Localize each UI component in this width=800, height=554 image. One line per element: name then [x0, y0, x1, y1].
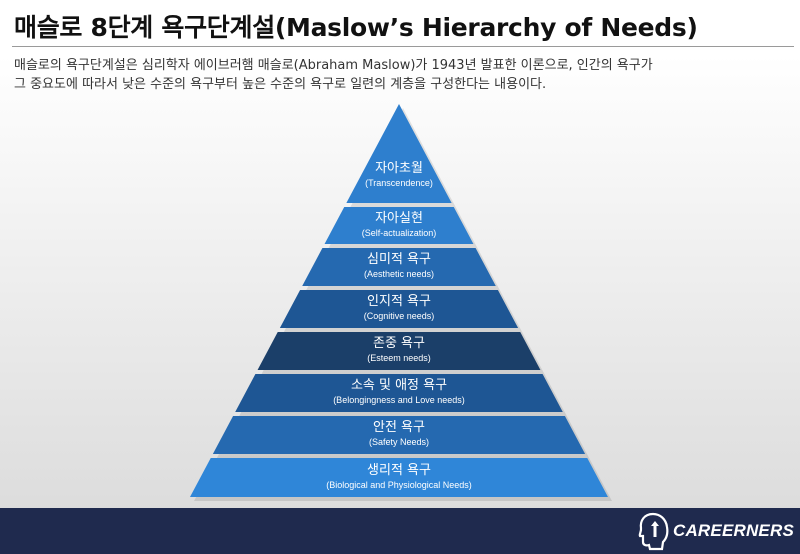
pyramid-level-label-7: 안전 욕구 (Safety Needs)	[249, 420, 549, 448]
level-name: 안전 욕구	[373, 420, 425, 435]
level-subtitle: (Transcendence)	[365, 178, 433, 188]
level-subtitle: (Biological and Physiological Needs)	[326, 479, 472, 490]
level-subtitle: (Cognitive needs)	[363, 311, 435, 321]
head-profile-icon	[638, 512, 669, 551]
pyramid-level-5	[257, 332, 541, 370]
description: 매슬로의 욕구단계설은 심리학자 에이브러햄 매슬로(Abraham Maslo…	[14, 56, 794, 94]
level-subtitle: (Self-actualization)	[361, 227, 437, 238]
pyramid-level-label-6: 소속 및 애정 욕구 (Belongingness and Love needs)	[249, 378, 549, 406]
pyramid-level-label-4: 인지적 욕구 (Cognitive needs)	[249, 294, 549, 322]
pyramid-level-8	[190, 458, 608, 497]
pyramid-level-2	[324, 207, 474, 244]
pyramid-level-label-3: 심미적 욕구 (Aesthetic needs)	[249, 252, 549, 280]
pyramid-level-6	[235, 374, 563, 412]
level-name: 자아실현	[375, 210, 423, 226]
level-subtitle: (Aesthetic needs)	[363, 269, 435, 279]
level-subtitle: (Belongingness and Love needs)	[333, 395, 465, 405]
level-name: 인지적 욕구	[367, 294, 431, 309]
brand-name: CAREERNERS	[672, 521, 794, 540]
pyramid-level-3	[302, 248, 496, 286]
level-name: 생리적 욕구	[367, 462, 431, 478]
pyramid-level-label-8: 생리적 욕구(Biological and Physiological Need…	[249, 463, 549, 491]
level-subtitle: (Safety Needs)	[368, 437, 430, 447]
description-line-2: 그 중요도에 따라서 낮은 수준의 욕구부터 높은 수준의 욕구로 일련의 계층…	[14, 77, 547, 92]
pyramid-level-1	[346, 104, 452, 203]
careerners-logo: CAREERNERS	[636, 511, 794, 551]
level-name: 존중 욕구	[373, 336, 425, 351]
pyramid-level-label-2: 자아실현(Self-actualization)	[249, 211, 549, 239]
title-divider	[12, 46, 794, 47]
level-subtitle: (Esteem needs)	[367, 353, 431, 363]
page-title: 매슬로 8단계 욕구단계설(Maslow’s Hierarchy of Need…	[14, 13, 698, 42]
pyramid-level-label-5: 존중 욕구 (Esteem needs)	[249, 336, 549, 364]
level-name: 심미적 욕구	[367, 252, 431, 267]
description-line-1: 매슬로의 욕구단계설은 심리학자 에이브러햄 매슬로(Abraham Maslo…	[14, 58, 653, 73]
pyramid-level-4	[279, 290, 519, 328]
pyramid-level-7	[212, 416, 586, 454]
level-name: 자아초월	[375, 161, 423, 176]
pyramid-level-label-1: 자아초월 (Transcendence)	[249, 161, 549, 189]
level-name: 소속 및 애정 욕구	[350, 378, 448, 393]
